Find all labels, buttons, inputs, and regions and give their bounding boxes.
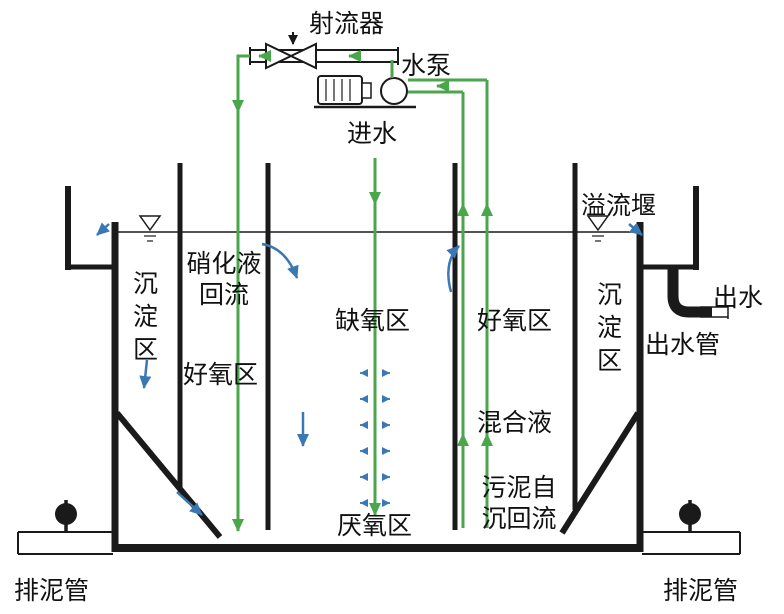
- label-nitrification-return: 硝化液回流: [186, 251, 262, 309]
- label-inlet: 进水: [347, 121, 398, 148]
- pump-coupling: [361, 82, 372, 99]
- label-outlet: 出水: [713, 285, 764, 312]
- tank-structure: [65, 163, 699, 552]
- pump-motor: [317, 75, 363, 105]
- water-surface: [118, 215, 637, 242]
- label-settling-left: 沉淀区: [129, 270, 157, 369]
- label-jet-device: 射流器: [309, 11, 385, 38]
- outlet-pipe-drawing: [667, 268, 729, 319]
- water-level-symbol-right: [586, 215, 610, 242]
- venturi-left: [265, 42, 294, 70]
- jet-device: [249, 32, 399, 70]
- label-settling-right: 沉淀区: [593, 281, 621, 380]
- sludge-pipe-right-drawing: [642, 500, 741, 555]
- flow-piping: [232, 50, 493, 532]
- flow-arrows: [96, 222, 643, 516]
- label-overflow-weir: 溢流堰: [581, 193, 657, 220]
- label-aerobic-right: 好氧区: [477, 308, 553, 335]
- distribution-arrows: [360, 369, 390, 507]
- label-outlet-pipe: 出水管: [645, 332, 721, 359]
- label-aerobic-left: 好氧区: [183, 362, 259, 389]
- valve-right: [679, 503, 701, 525]
- pump-volute: [380, 77, 408, 105]
- label-anaerobic: 厌氧区: [337, 513, 413, 540]
- hopper-arrow: [176, 491, 203, 516]
- over-baffle-arrow-right: [446, 245, 460, 293]
- label-anoxic: 缺氧区: [335, 308, 411, 335]
- return-pipe: [232, 54, 250, 532]
- pump-drawing: [314, 75, 416, 109]
- left-weir-arrow: [96, 222, 110, 236]
- valve-left: [55, 503, 77, 525]
- label-sludge-self-return: 污泥自沉回流: [481, 475, 557, 533]
- label-pump: 水泵: [401, 53, 452, 80]
- label-mixed-liquor: 混合液: [477, 410, 553, 437]
- over-baffle-arrow-left: [261, 242, 299, 279]
- venturi-right: [288, 42, 317, 70]
- right-weir-arrow: [628, 222, 643, 236]
- left-settling-arrow: [139, 359, 152, 389]
- label-sludge-pipe-left: 排泥管: [14, 578, 90, 605]
- right-hopper-baffle: [559, 411, 641, 535]
- left-hopper-baffle: [114, 411, 223, 539]
- water-level-symbol-left: [138, 215, 162, 242]
- sludge-pipe-left-drawing: [17, 500, 113, 555]
- label-sludge-pipe-right: 排泥管: [663, 578, 739, 605]
